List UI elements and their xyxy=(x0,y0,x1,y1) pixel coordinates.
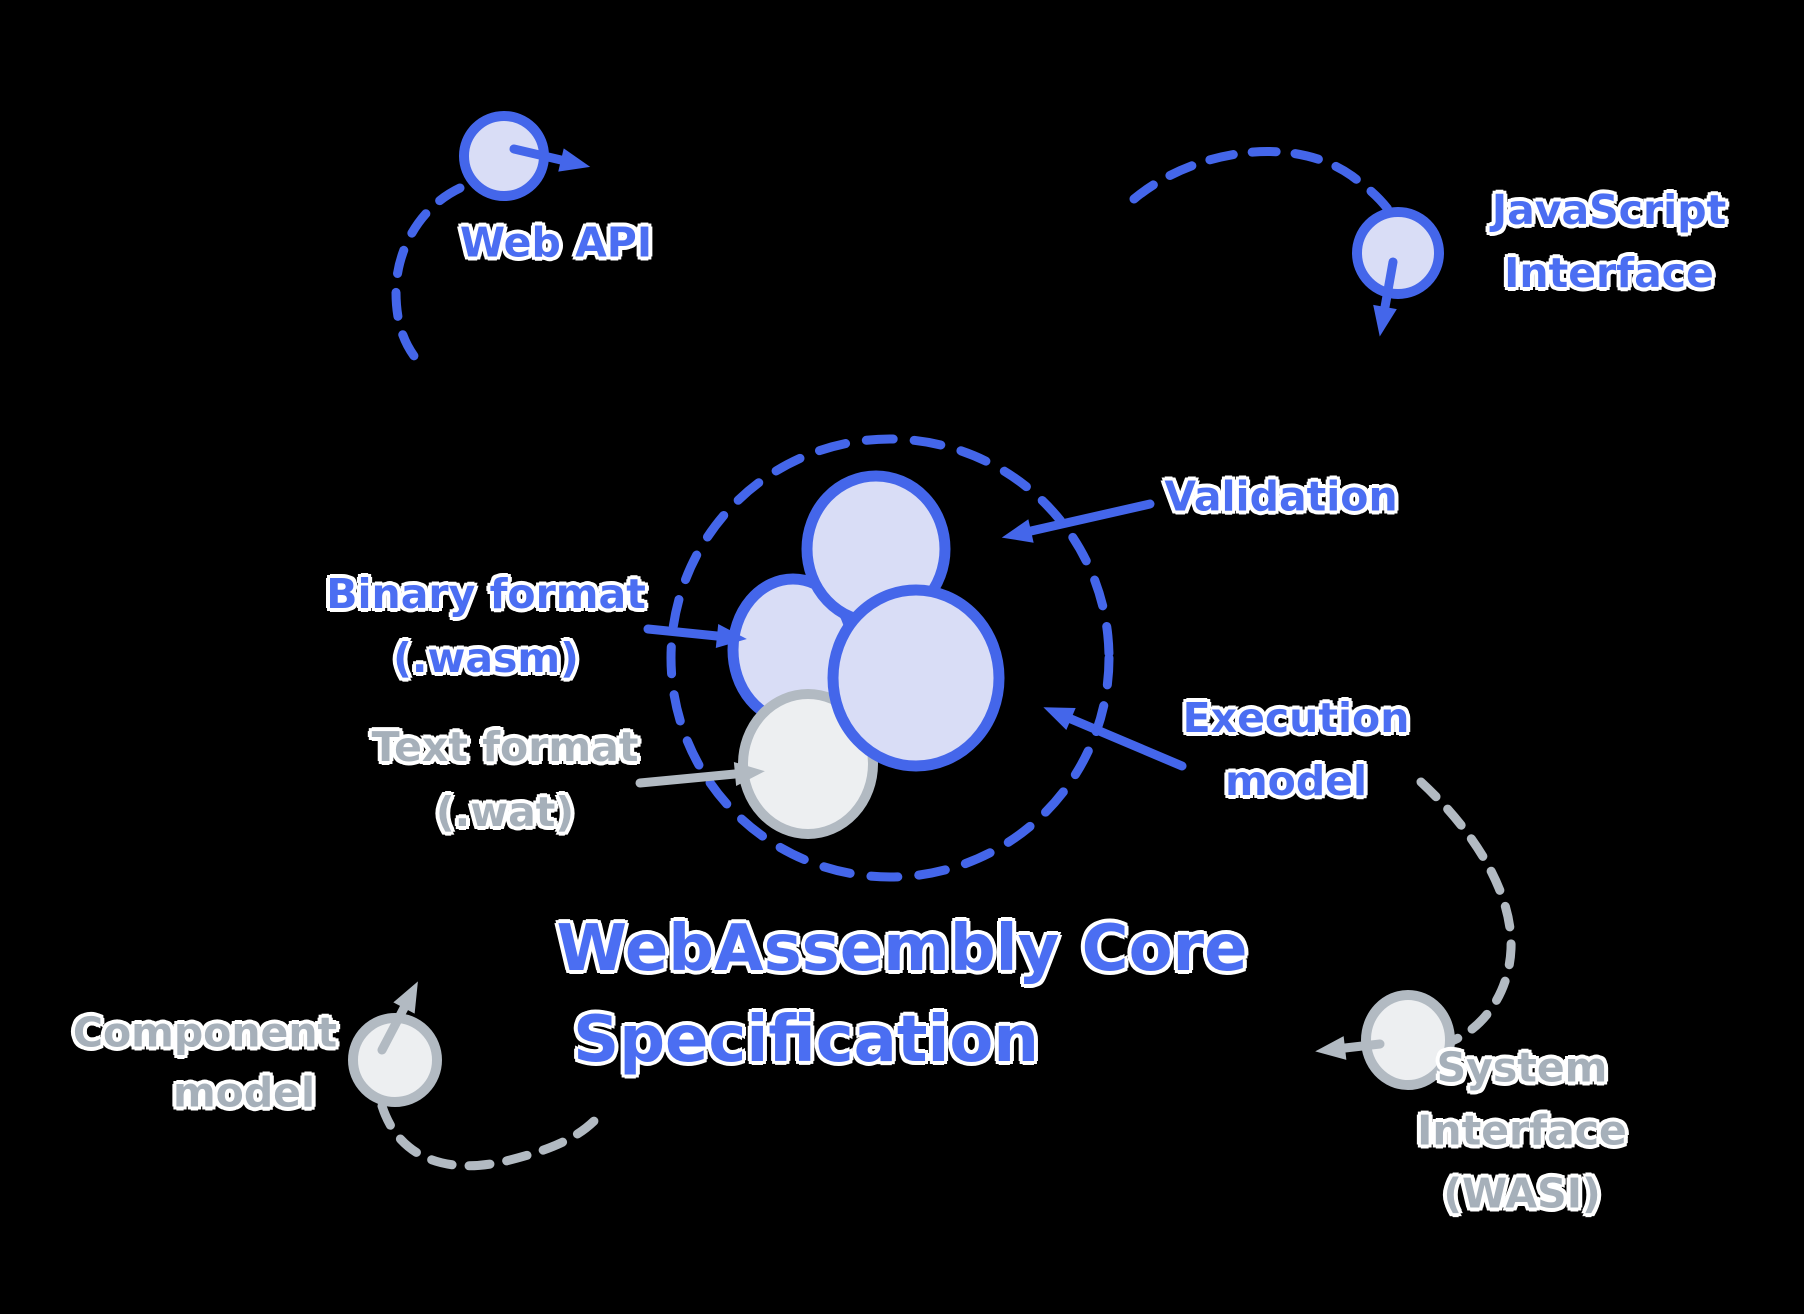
component-model-dashed-curve xyxy=(377,1101,602,1171)
javascript-interface-label: JavaScript Interface xyxy=(1492,179,1726,305)
diagram-title-line2: Specification xyxy=(573,1003,1039,1077)
binary-format-label-line2: (.wasm) xyxy=(393,634,579,682)
validation-label: Validation xyxy=(1164,472,1398,521)
text-format-arrow xyxy=(635,762,765,788)
core-spec-boundary-dashed-circle xyxy=(666,434,1114,882)
validation-arrow xyxy=(1001,499,1155,543)
binary-format-label-line1: Binary format xyxy=(326,570,646,618)
execution-model-label: Execution model xyxy=(1183,687,1410,813)
javascript-interface-label-line2: Interface xyxy=(1504,249,1714,297)
javascript-interface-label-line1: JavaScript xyxy=(1491,186,1727,234)
system-interface-label-line1: System xyxy=(1436,1043,1608,1092)
execution-model-arrow xyxy=(1043,707,1187,771)
execution-model-label-line1: Execution xyxy=(1182,694,1410,742)
binary-format-label: Binary format (.wasm) xyxy=(326,562,646,690)
diagram-title-line1: WebAssembly Core xyxy=(556,912,1248,986)
system-interface-dashed-curve xyxy=(1416,777,1516,1046)
execution-model-circle xyxy=(827,584,1005,772)
web-api-dashed-curve xyxy=(391,183,465,375)
javascript-dashed-curve xyxy=(1129,147,1395,217)
javascript-interface-node xyxy=(1352,207,1444,299)
component-model-arrow xyxy=(377,981,418,1055)
text-format-label-line1: Text format xyxy=(371,723,639,771)
component-model-label-line2: model xyxy=(172,1068,316,1117)
system-interface-label-line2: Interface xyxy=(1417,1106,1627,1155)
system-interface-label: System Interface (WASI) xyxy=(1417,1037,1627,1226)
javascript-arrow xyxy=(1373,257,1398,337)
component-model-label-line1: Component xyxy=(72,1008,338,1057)
system-interface-label-line3: (WASI) xyxy=(1443,1169,1601,1218)
execution-model-label-line2: model xyxy=(1224,757,1368,805)
text-format-label: Text format (.wat) xyxy=(372,715,639,845)
binary-format-arrow xyxy=(643,624,747,648)
text-format-label-line2: (.wat) xyxy=(435,788,575,836)
web-api-label: Web API xyxy=(459,218,653,267)
system-interface-arrow xyxy=(1315,1036,1385,1060)
web-api-arrow xyxy=(509,144,591,172)
